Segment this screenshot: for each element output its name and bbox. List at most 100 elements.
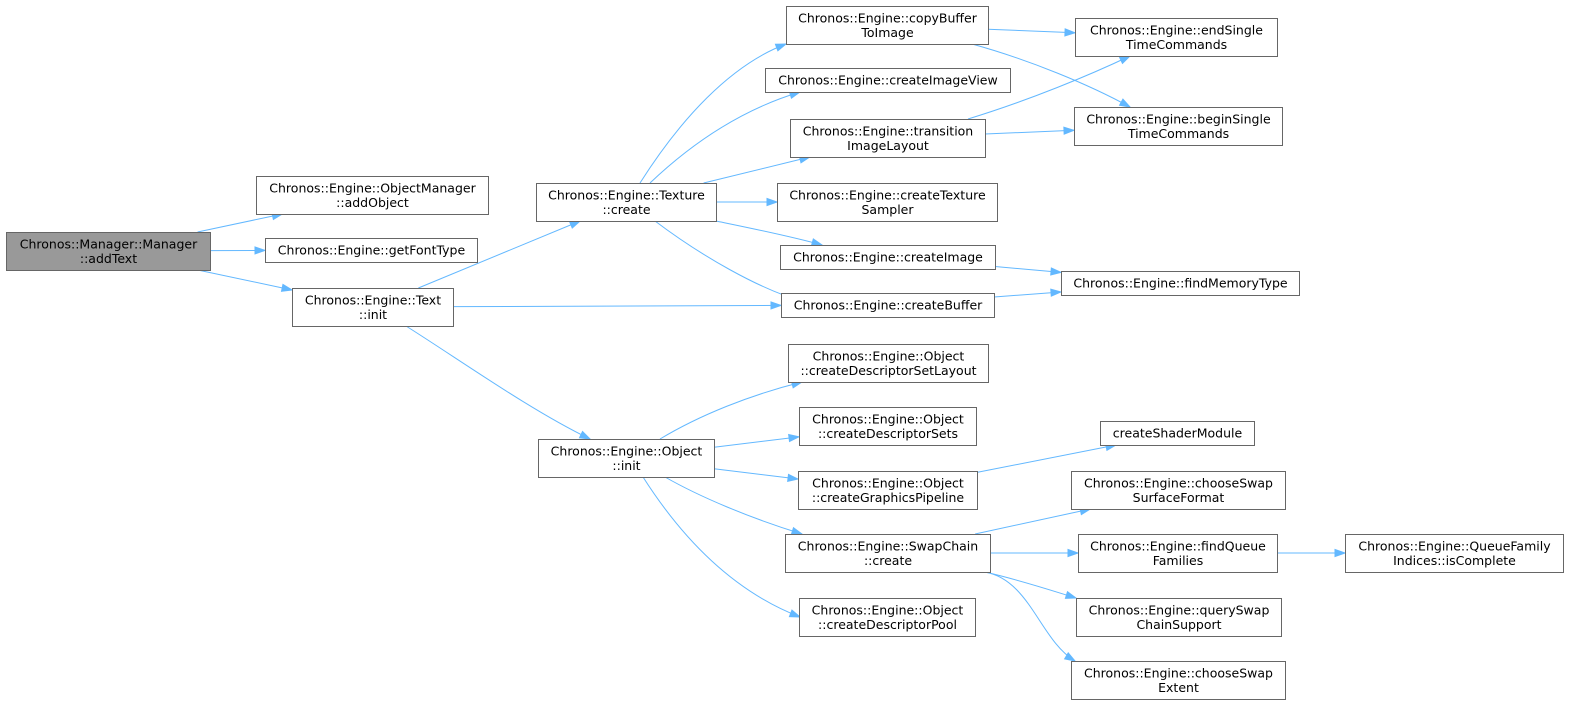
node-createDescriptorSetLayout[interactable]: Chronos::Engine::Object::createDescripto… (788, 344, 989, 383)
edge-line (994, 266, 1062, 273)
node-label-line: Chronos::Engine::Object (551, 443, 703, 458)
node-label-line: ChainSupport (1136, 617, 1221, 632)
node-objectInit[interactable]: Chronos::Engine::Object::init (538, 439, 715, 478)
node-label-line: Chronos::Engine::createImageView (778, 73, 997, 88)
edge-arrowhead (787, 473, 800, 482)
node-label-line: Chronos::Engine::Object (812, 411, 964, 426)
node-box (1100, 421, 1255, 446)
edge-arrowhead (770, 301, 783, 310)
edge-objectInit-to-createDescriptorPool (642, 476, 802, 618)
node-box (798, 471, 978, 510)
node-box (788, 344, 989, 383)
node-box (765, 68, 1011, 93)
nodes-layer: Chronos::Manager::Manager::addTextChrono… (6, 6, 1564, 700)
edge-arrowhead (1050, 267, 1063, 276)
edge-objectInit-to-createDescriptorSetLayout (659, 380, 804, 440)
edge-arrowhead (788, 433, 801, 443)
node-createGraphicsPipeline[interactable]: Chronos::Engine::Object::createGraphicsP… (798, 471, 978, 510)
edge-line (639, 43, 787, 184)
node-label-line: Chronos::Engine::chooseSwap (1084, 475, 1273, 490)
edge-textureCreate-to-transitionImageLayout (703, 155, 812, 184)
edge-arrowhead (280, 283, 294, 292)
edge-arrowhead (568, 220, 582, 229)
node-label-line: Indices::isComplete (1393, 553, 1516, 568)
node-box (1074, 107, 1283, 146)
edge-transitionImageLayout-to-endSingleTimeCommands (967, 55, 1132, 120)
node-createImageView[interactable]: Chronos::Engine::createImageView (765, 68, 1011, 93)
node-textureCreate[interactable]: Chronos::Engine::Texture::create (536, 183, 717, 222)
edge-line (703, 156, 810, 184)
node-label-line: ::init (612, 458, 640, 473)
node-label-line: ::createGraphicsPipeline (812, 490, 965, 505)
node-addObject[interactable]: Chronos::Engine::ObjectManager::addObjec… (256, 176, 489, 215)
node-box (1071, 661, 1286, 700)
node-label-line: Chronos::Engine::QueueFamily (1358, 538, 1551, 553)
node-label-line: SurfaceFormat (1133, 490, 1225, 505)
node-box (1071, 471, 1286, 510)
edge-line (984, 129, 1075, 135)
edge-createBuffer-to-findMemoryType (993, 288, 1063, 298)
node-label-line: Chronos::Engine::ObjectManager (269, 180, 476, 195)
node-box (781, 293, 995, 318)
node-createDescriptorSets[interactable]: Chronos::Engine::Object::createDescripto… (799, 407, 977, 446)
edge-line (713, 468, 799, 480)
edge-copyBufferToImage-to-endSingleTimeCommands (987, 28, 1077, 37)
edge-createImage-to-findMemoryType (994, 266, 1063, 276)
edge-swapChainCreate-to-chooseSwapExtent (984, 571, 1077, 662)
edge-arrowhead (1063, 651, 1077, 662)
edge-textureCreate-to-createImageView (649, 90, 802, 184)
node-createDescriptorPool[interactable]: Chronos::Engine::Object::createDescripto… (799, 598, 976, 637)
edge-arrowhead (254, 246, 267, 255)
node-box (790, 119, 986, 158)
node-createBuffer[interactable]: Chronos::Engine::createBuffer (781, 293, 995, 318)
edge-copyBufferToImage-to-beginSingleTimeCommands (971, 43, 1132, 108)
node-label-line: Chronos::Engine::Object (812, 602, 964, 617)
edge-line (452, 304, 782, 308)
node-label-line: createShaderModule (1113, 426, 1243, 441)
node-box (1345, 534, 1564, 573)
edge-line (975, 508, 1091, 535)
node-isComplete[interactable]: Chronos::Engine::QueueFamilyIndices::isC… (1345, 534, 1564, 573)
edge-line (197, 213, 283, 233)
node-box (1078, 534, 1278, 573)
node-label-line: TimeCommands (1127, 126, 1229, 141)
node-textInit[interactable]: Chronos::Engine::Text::init (292, 288, 454, 327)
edge-textureCreate-to-copyBufferToImage (639, 43, 788, 184)
edge-swapChainCreate-to-chooseSwapSurfaceFormat (975, 507, 1092, 535)
node-box (256, 176, 489, 215)
node-label-line: ::addObject (336, 195, 409, 210)
edge-line (649, 91, 801, 184)
edge-swapChainCreate-to-findQueueFamilies (990, 548, 1080, 558)
edge-objectInit-to-createGraphicsPipeline (713, 468, 800, 482)
node-box (785, 534, 991, 573)
node-label-line: Chronos::Engine::getFontType (278, 243, 466, 258)
node-createShaderModule[interactable]: createShaderModule (1100, 421, 1255, 446)
node-findMemoryType[interactable]: Chronos::Engine::findMemoryType (1061, 271, 1300, 296)
edge-line (993, 291, 1062, 298)
node-label-line: Chronos::Engine::endSingle (1090, 22, 1263, 37)
node-label-line: ToImage (860, 25, 914, 40)
edge-arrowhead (578, 430, 592, 440)
edge-createGraphicsPipeline-to-createShaderModule (976, 442, 1118, 473)
node-label-line: Chronos::Engine::Object (813, 348, 965, 363)
node-box (799, 407, 977, 446)
edge-findQueueFamilies-to-isComplete (1277, 548, 1347, 558)
node-swapChainCreate[interactable]: Chronos::Engine::SwapChain::create (785, 534, 991, 573)
edge-line (984, 571, 1076, 662)
node-label-line: Chronos::Engine::createTexture (789, 187, 986, 202)
node-label-line: Chronos::Engine::Object (812, 475, 964, 490)
node-getFontType[interactable]: Chronos::Engine::getFontType (265, 238, 478, 263)
node-createImage[interactable]: Chronos::Engine::createImage (780, 245, 996, 270)
node-label-line: ::create (864, 553, 912, 568)
node-box (1076, 598, 1282, 637)
node-label-line: Chronos::Engine::createBuffer (794, 298, 983, 313)
